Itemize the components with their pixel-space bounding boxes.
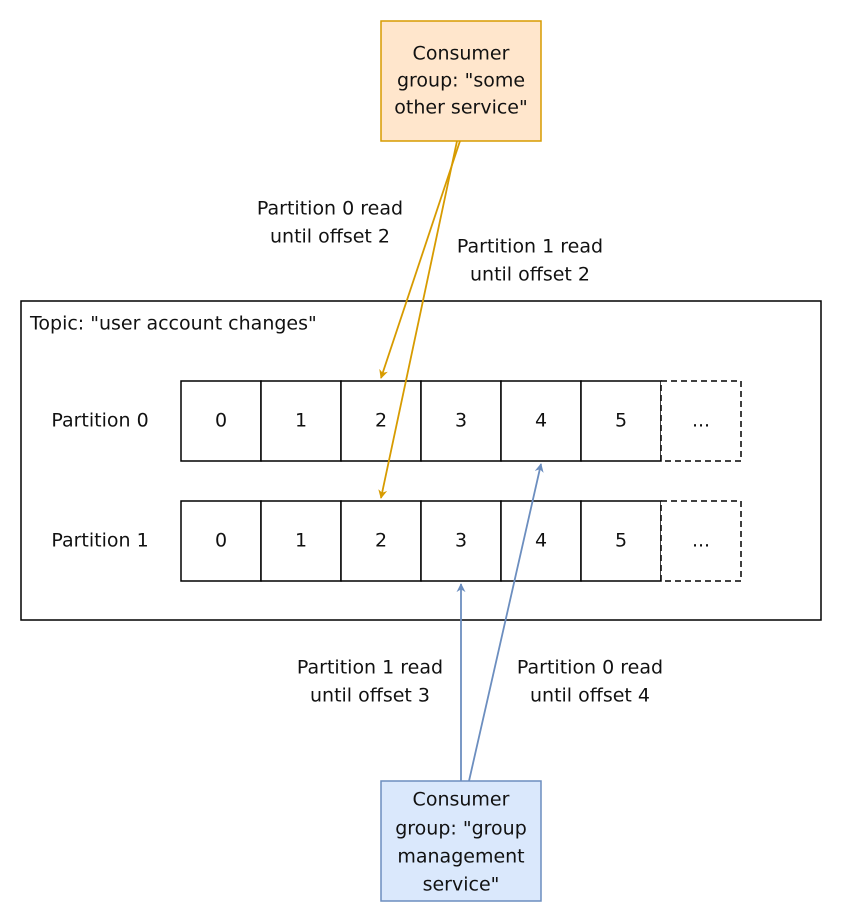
partition-label-1: Partition 1 — [51, 530, 148, 552]
topic-label: Topic: "user account changes" — [29, 313, 317, 335]
partition-0-offset-label: 0 — [215, 410, 227, 432]
read-label-other-p0-line-2: until offset 2 — [270, 226, 390, 248]
partition-0-offset-cell — [260, 380, 342, 462]
consumer-group-1-line-1: Consumer — [413, 789, 510, 811]
partition-1-more-cell — [660, 500, 742, 582]
consumer-group-0-line-2: group: "some — [397, 70, 525, 92]
partition-0-offset-label: 5 — [615, 410, 627, 432]
read-label-group-management-p1-line-2: until offset 3 — [310, 685, 430, 707]
partition-row-1: Partition 1 0 1 2 3 4 5 ... — [51, 500, 742, 582]
partition-1-offset-label: 0 — [215, 530, 227, 552]
partition-0-more-label: ... — [692, 410, 710, 432]
read-label-group-management-p1-line-1: Partition 1 read — [297, 657, 443, 679]
partition-0-more-cell — [660, 380, 742, 462]
read-label-other-p1-line-2: until offset 2 — [470, 264, 590, 286]
consumer-group-other-service: Consumer group: "some other service" Par… — [257, 20, 603, 499]
partition-0-offset-label: 2 — [375, 410, 387, 432]
partition-0-offset-label: 3 — [455, 410, 467, 432]
partition-row-0: Partition 0 0 1 2 3 4 5 ... — [51, 380, 742, 462]
partition-label-0: Partition 0 — [51, 410, 148, 432]
read-arrow-group-management-p0 — [468, 463, 544, 782]
read-label-group-management-p0-line-1: Partition 0 read — [517, 657, 663, 679]
partition-1-offset-label: 5 — [615, 530, 627, 552]
consumer-group-1-line-2: group: "group — [395, 818, 527, 840]
read-arrow-other-p0 — [379, 140, 461, 379]
consumer-group-0-line-1: Consumer — [413, 43, 510, 65]
partition-1-offset-label: 3 — [455, 530, 467, 552]
partition-1-offset-label: 1 — [295, 530, 307, 552]
read-label-other-p0-line-1: Partition 0 read — [257, 198, 403, 220]
partition-1-offset-label: 4 — [535, 530, 547, 552]
read-label-other-p1-line-1: Partition 1 read — [457, 236, 603, 258]
consumer-group-1-line-4: service" — [423, 874, 500, 896]
read-label-group-management-p0-line-2: until offset 4 — [530, 685, 650, 707]
partition-1-offset-cell — [500, 500, 582, 582]
partition-1-offset-cell — [580, 500, 662, 582]
consumer-group-0-line-3: other service" — [394, 97, 527, 119]
partition-1-offset-cell — [180, 500, 262, 582]
partition-1-offset-label: 2 — [375, 530, 387, 552]
partition-1-more-label: ... — [692, 530, 710, 552]
consumer-group-box-0 — [380, 20, 542, 142]
partition-1-offset-cell — [260, 500, 342, 582]
partition-1-offset-cell — [340, 500, 422, 582]
consumer-group-group-management-service: Consumer group: "group management servic… — [297, 463, 663, 902]
partition-0-offset-cell — [580, 380, 662, 462]
read-arrow-other-p1 — [378, 140, 458, 499]
consumer-group-1-line-3: management — [397, 846, 524, 868]
partition-0-offset-cell — [420, 380, 502, 462]
partition-0-offset-label: 1 — [295, 410, 307, 432]
partition-0-offset-label: 4 — [535, 410, 547, 432]
partition-0-offset-cell — [180, 380, 262, 462]
partition-1-offset-cell — [420, 500, 502, 582]
consumer-group-box-1 — [380, 780, 542, 902]
